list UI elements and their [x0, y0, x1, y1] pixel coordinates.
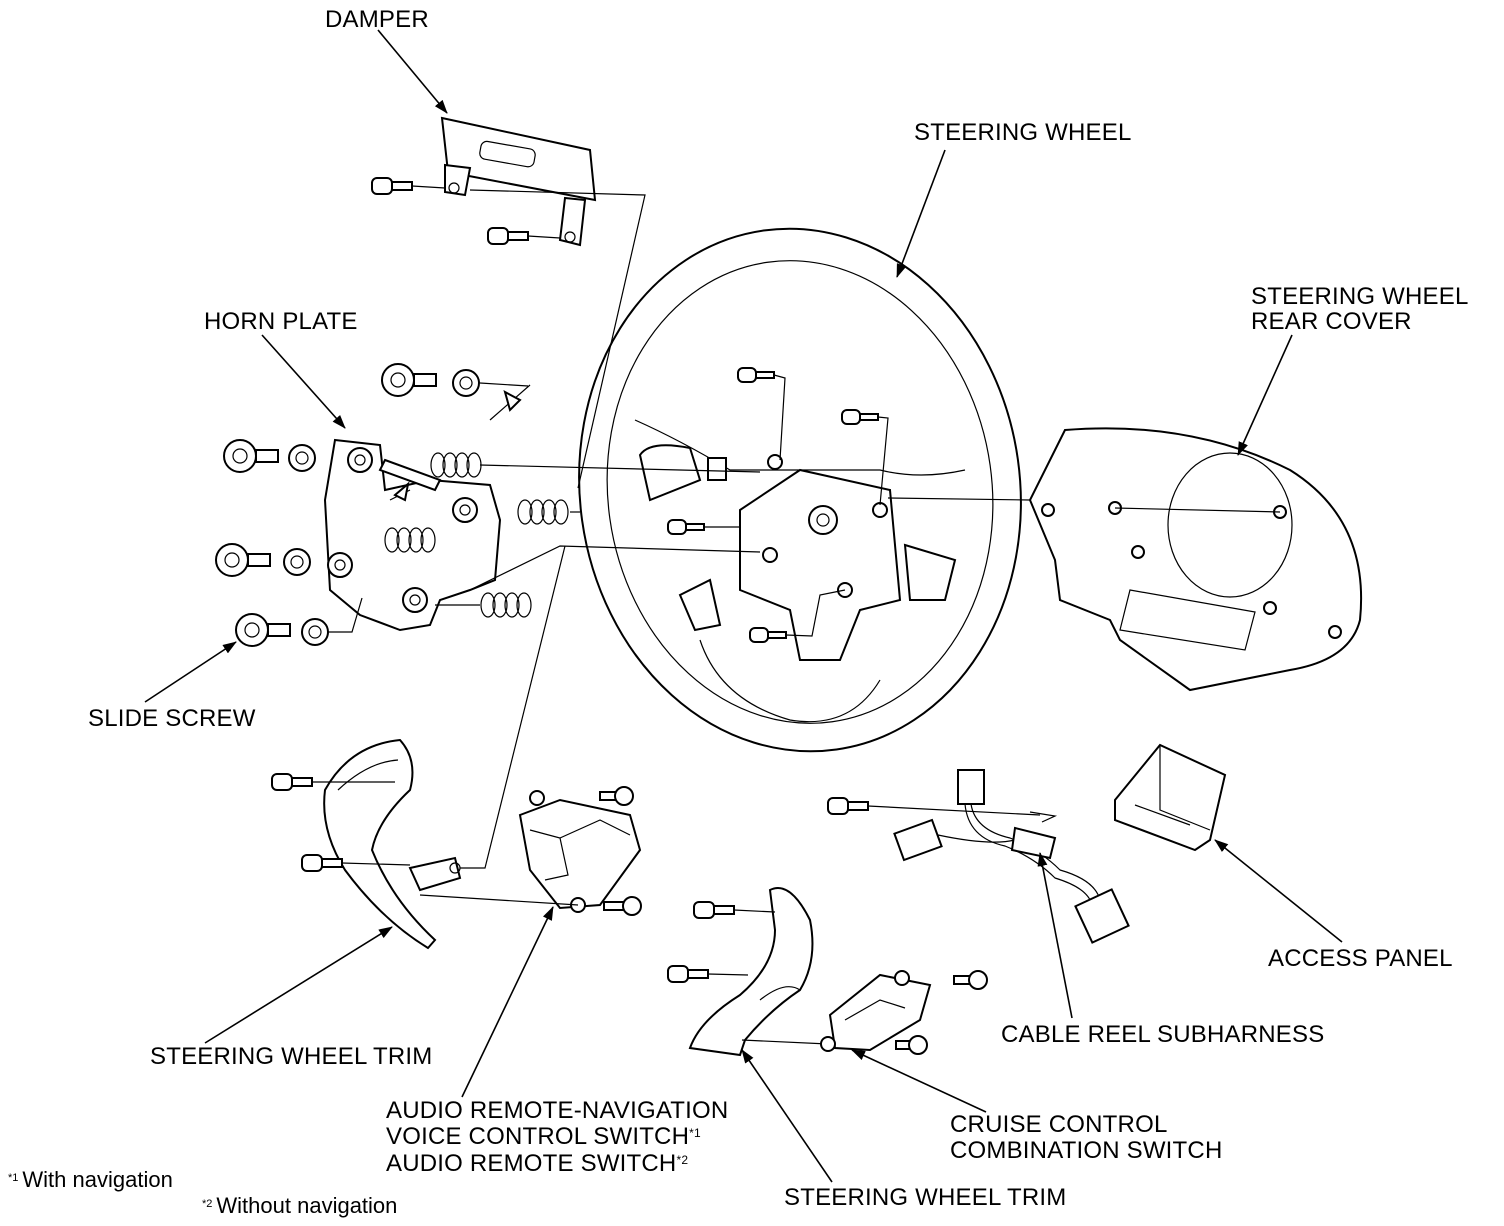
label-steering-wheel-trim-left: STEERING WHEEL TRIM	[150, 1043, 433, 1070]
label-cruise-line2: COMBINATION SWITCH	[950, 1137, 1223, 1164]
footnote-mark-1: *1	[689, 1126, 701, 1140]
label-steering-wheel-trim-bottom: STEERING WHEEL TRIM	[784, 1184, 1067, 1211]
damper-part	[371, 116, 646, 489]
label-slide-screw: SLIDE SCREW	[88, 705, 256, 732]
access-panel-part	[1114, 743, 1227, 852]
label-cable-reel-subharness: CABLE REEL SUBHARNESS	[1001, 1021, 1325, 1048]
label-audio-line3: AUDIO REMOTE SWITCH*2	[386, 1150, 689, 1177]
label-damper: DAMPER	[325, 6, 429, 33]
wheel-bolts-part	[667, 367, 889, 643]
label-cruise-line1: CRUISE CONTROL	[950, 1111, 1168, 1138]
footnote-mark-2: *2	[676, 1153, 689, 1167]
label-steering-wheel: STEERING WHEEL	[914, 119, 1132, 146]
rear-cover-part	[887, 427, 1363, 692]
slide-screws-part	[215, 363, 529, 647]
cruise-switch-part	[820, 970, 988, 1055]
bottom-trim-part	[667, 887, 829, 1057]
label-horn-plate: HORN PLATE	[204, 308, 358, 335]
left-trim-part	[271, 545, 566, 950]
label-access-panel: ACCESS PANEL	[1268, 945, 1453, 972]
label-rear-cover-line2: REAR COVER	[1251, 308, 1412, 335]
cable-reel-subharness-part	[827, 769, 1130, 944]
leader-arrows	[144, 29, 1343, 1183]
label-audio-line2: VOICE CONTROL SWITCH*1	[386, 1123, 701, 1150]
steering-wheel-part	[578, 227, 1022, 753]
audio-switch-part	[419, 786, 642, 916]
label-rear-cover-line1: STEERING WHEEL	[1251, 283, 1469, 310]
label-audio-line1: AUDIO REMOTE-NAVIGATION	[386, 1097, 729, 1124]
horn-plate-part	[323, 384, 761, 632]
